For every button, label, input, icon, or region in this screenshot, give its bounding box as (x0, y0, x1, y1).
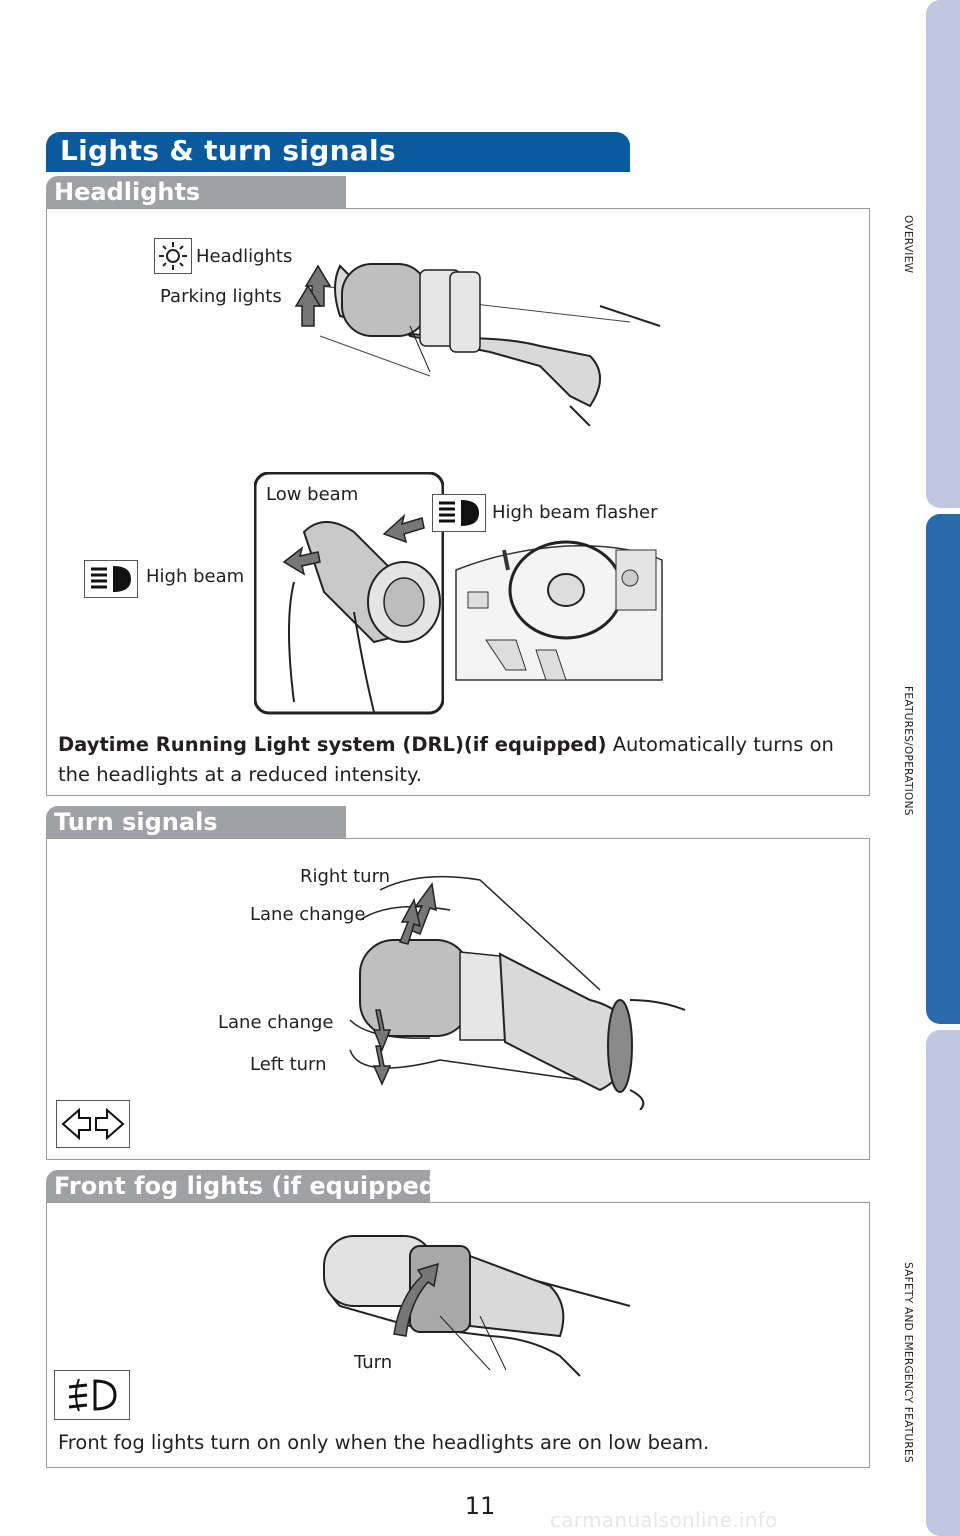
low-beam-inset (254, 472, 444, 715)
side-label-safety: SAFETY AND EMERGENCY FEATURES (902, 1262, 914, 1463)
label-lane-change-up: Lane change (250, 904, 366, 925)
section-header-fog: Front fog lights (if equipped) (46, 1170, 447, 1202)
section-title-fog: Front fog lights (if equipped) (54, 1172, 447, 1200)
section-header-turn-signals: Turn signals (46, 806, 346, 838)
label-high-beam-flasher: High beam flasher (492, 502, 658, 523)
headlight-stalk-illustration (294, 263, 661, 426)
section-header-headlights: Headlights (46, 176, 346, 208)
section-title-headlights: Headlights (54, 178, 201, 206)
high-beam-flasher-icon (432, 494, 486, 532)
drl-description: Automatically turns on the headlights at… (58, 733, 834, 786)
headlight-icon (154, 238, 192, 274)
label-parking-lights: Parking lights (160, 286, 282, 307)
high-beam-icon (84, 560, 138, 598)
fog-paragraph: Front fog lights turn on only when the h… (58, 1431, 710, 1454)
drl-paragraph: Daytime Running Light system (DRL)(if eq… (58, 730, 848, 790)
fog-light-icon (54, 1370, 130, 1420)
label-headlights: Headlights (196, 246, 293, 267)
title-banner (46, 132, 630, 172)
turn-signal-stalk-illustration (349, 875, 686, 1110)
drl-title: Daytime Running Light system (DRL)(if eq… (58, 733, 607, 756)
side-label-features: FEATURES/OPERATIONS (902, 686, 914, 816)
page-number: 11 (464, 1492, 496, 1520)
label-left-turn: Left turn (250, 1054, 327, 1075)
watermark: carmanualsonline.info (550, 1508, 778, 1532)
side-label-overview: OVERVIEW (902, 215, 914, 274)
label-right-turn: Right turn (300, 866, 391, 887)
side-tab-overview[interactable] (926, 0, 960, 508)
fog-stalk-illustration (323, 1235, 631, 1377)
side-tab-features[interactable] (926, 514, 960, 1024)
label-low-beam: Low beam (266, 484, 359, 505)
side-tab-safety[interactable] (926, 1030, 960, 1536)
section-title-turn-signals: Turn signals (54, 808, 218, 836)
label-lane-change-down: Lane change (218, 1012, 334, 1033)
dashboard-illustration (455, 540, 663, 681)
label-high-beam: High beam (146, 566, 245, 587)
label-turn: Turn (354, 1352, 393, 1373)
turn-signal-arrows-icon (56, 1100, 130, 1148)
page-title: Lights & turn signals (60, 134, 396, 167)
